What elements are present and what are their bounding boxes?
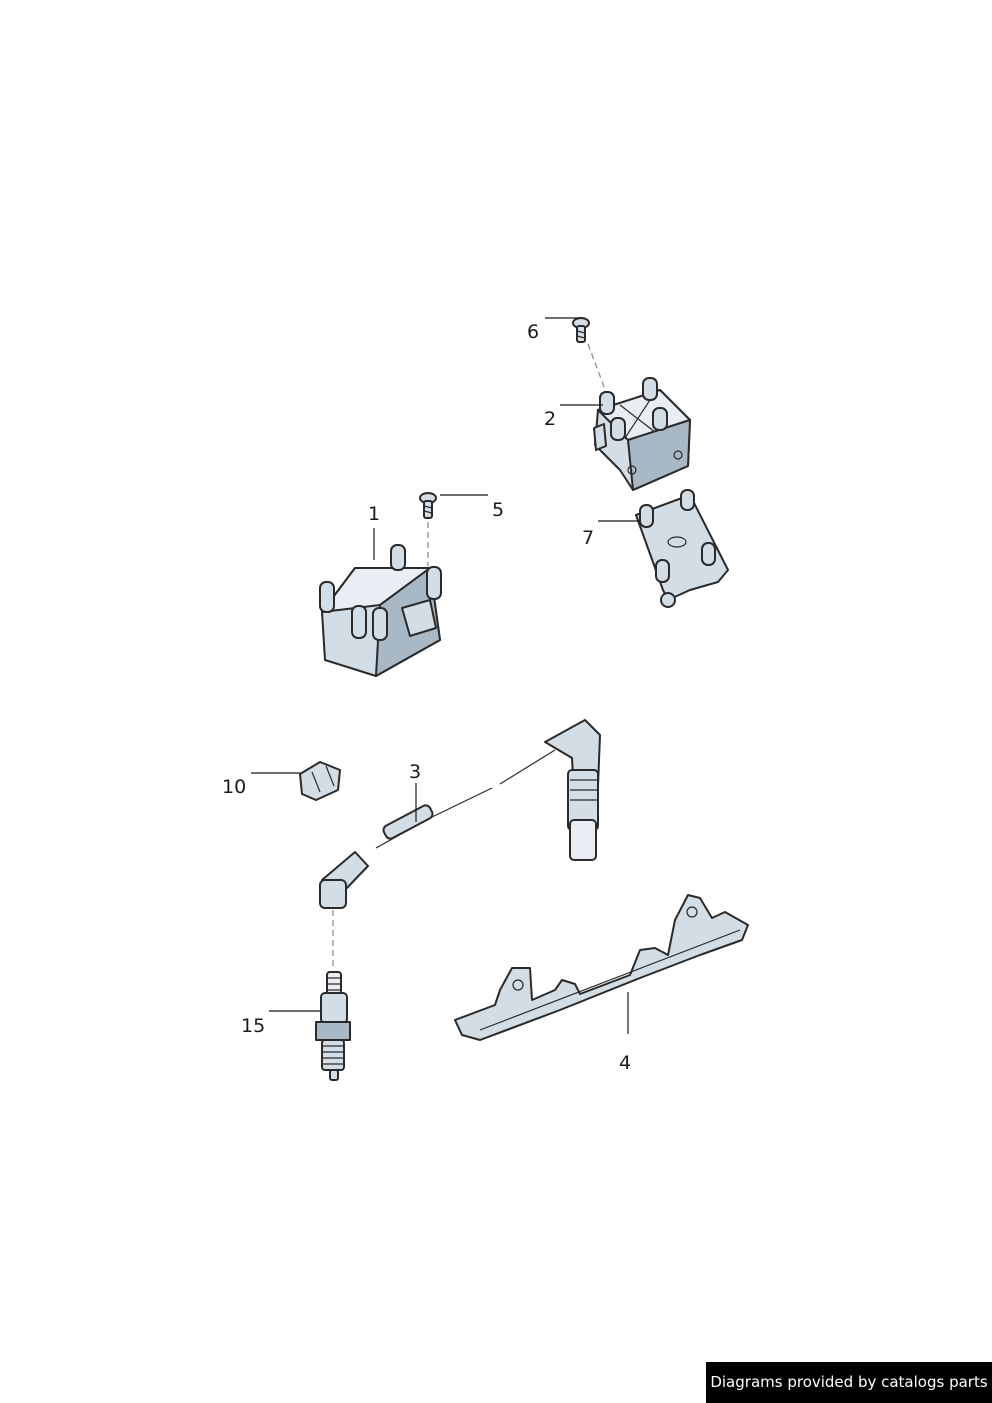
dash-6-2 (587, 343, 607, 393)
callout-4: 4 (619, 1052, 631, 1074)
part-2-ignition-coil (593, 377, 691, 491)
callout-15: 15 (241, 1015, 265, 1037)
part-10-clip (299, 761, 341, 801)
leader-lines (251, 317, 640, 1034)
part-1-ignition-coil (319, 544, 442, 677)
part-6-screw (572, 317, 590, 343)
callout-1: 1 (368, 503, 380, 525)
callout-3: 3 (409, 761, 421, 783)
part-7-bracket (635, 489, 729, 608)
callout-10: 10 (222, 776, 246, 798)
part-5-screw (419, 492, 437, 519)
callout-7: 7 (582, 527, 594, 549)
part-15-spark-plug (315, 971, 351, 1081)
callout-5: 5 (492, 499, 504, 521)
part-4-lead-holder (454, 894, 749, 1041)
callout-6: 6 (527, 321, 539, 343)
part-3-ignition-lead (319, 719, 601, 909)
attribution-banner: Diagrams provided by catalogs parts (706, 1362, 992, 1403)
callout-2: 2 (544, 408, 556, 430)
